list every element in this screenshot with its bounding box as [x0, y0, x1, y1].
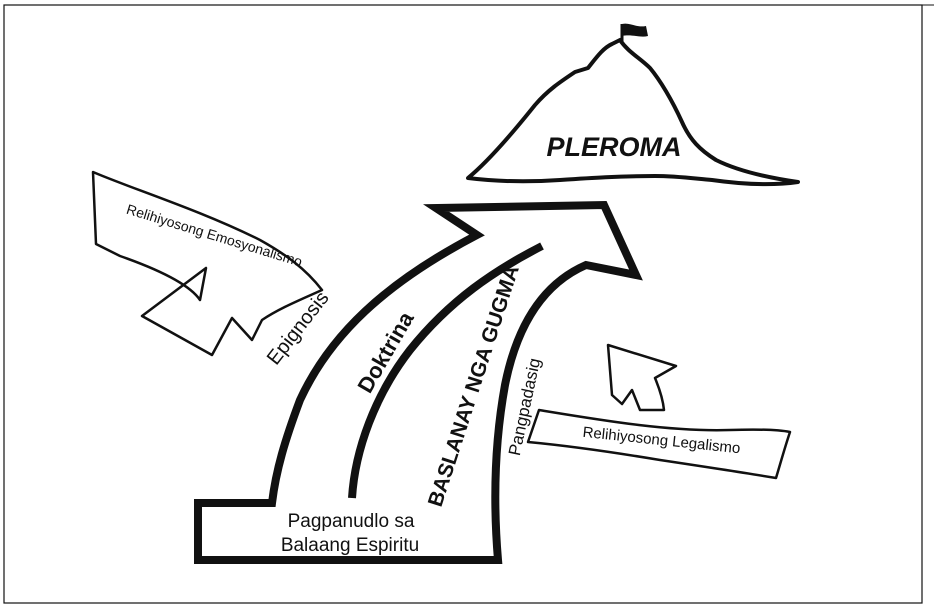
base-label-line2: Balaang Espiritu [281, 535, 419, 556]
frame-border [3, 4, 923, 604]
base-label-line1: Pagpanudlo sa [288, 511, 415, 532]
summit-label: PLEROMA [547, 132, 682, 162]
main-arrow [194, 200, 643, 564]
left-detour-arrow [91, 170, 324, 357]
right-detour-arrow [526, 343, 792, 480]
mountain [466, 38, 800, 187]
flag-icon [622, 23, 648, 37]
center-band-line [348, 242, 544, 499]
